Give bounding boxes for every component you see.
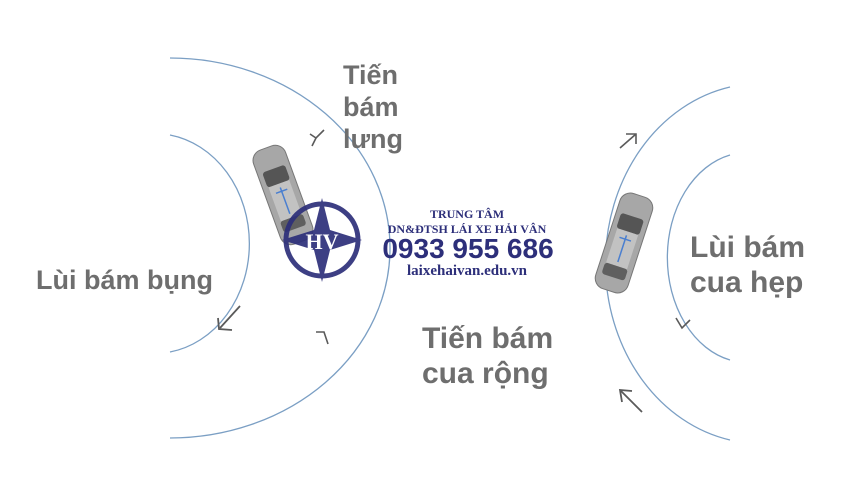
label-line: cua hẹp [690,266,804,300]
label-lui-bam-bung: Lùi bám bụng [36,265,213,297]
arrow-right-inner-bottom-icon [675,317,691,330]
label-line: Lùi bám bụng [36,265,213,295]
label-line: lưng [343,123,404,154]
watermark-center-name: TRUNG TÂM [429,207,505,221]
arrow-left-outer-top-icon [309,129,325,147]
car-left-icon [252,144,314,246]
watermark-logo: HV [282,198,362,282]
label-line: Tiến bám [422,322,554,355]
watermark-website: laixehaivan.edu.vn [406,263,528,279]
car-right-icon [594,192,654,294]
arrow-left-inner-bottom-icon [217,305,241,331]
label-tien-bam-cua-rong: Tiến bám cua rộng [422,321,553,392]
label-tien-bam-lung: Tiến bám lưng [343,60,403,156]
label-lui-bam-cua-hep: Lùi bám cua hẹp [690,230,805,301]
label-line: bám [343,91,399,122]
arrow-right-outer-bottom-icon [618,389,643,413]
left-inner-curve [169,134,251,353]
arrow-right-outer-top-icon [619,133,637,149]
left-outer-curve [169,57,391,439]
watermark-org-name: DN&ĐTSH LÁI XE HẢI VÂN [387,222,547,236]
right-inner-curve [666,154,731,361]
label-line: Lùi bám [690,231,806,264]
watermark-phone: 0933 955 686 [382,233,554,264]
label-line: Tiến [343,60,399,90]
arrow-left-outer-bottom-icon [316,331,329,345]
logo-text: HV [306,229,339,254]
label-line: cua rộng [422,357,549,391]
